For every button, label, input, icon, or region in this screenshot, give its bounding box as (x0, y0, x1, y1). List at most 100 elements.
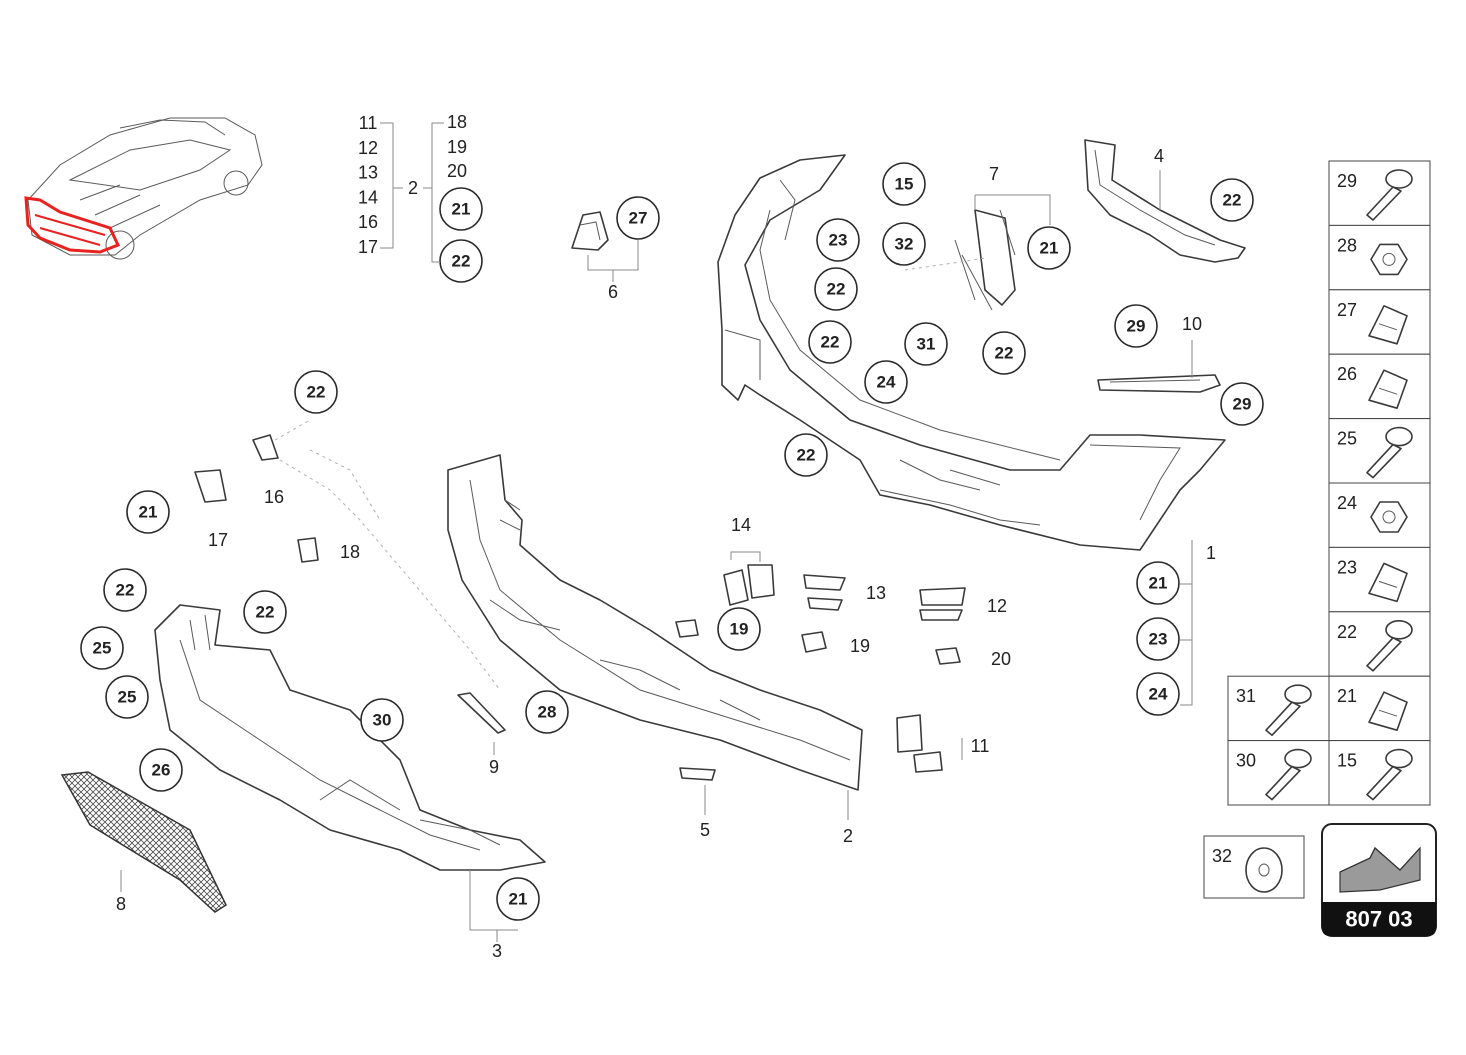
callout-label: 2 (843, 826, 853, 846)
callout-32: 32 (882, 222, 926, 266)
callout-label: 4 (1154, 146, 1164, 166)
part-10-bracket (1097, 340, 1221, 393)
group-item: 20 (447, 161, 467, 181)
callout-circle (808, 320, 852, 364)
callout-11: 11 (971, 736, 990, 756)
callout-label: 6 (608, 282, 618, 302)
callout-label: 26 (152, 761, 171, 780)
callout-circle (814, 267, 858, 311)
callout-label: 22 (116, 581, 135, 600)
fastener-number: 32 (1212, 846, 1232, 866)
fastener-cell-26: 26 (1328, 353, 1431, 420)
clip-icon (1368, 369, 1408, 409)
callout-19: 19 (850, 636, 870, 656)
callout-20: 20 (991, 649, 1011, 669)
group-item: 19 (447, 137, 467, 157)
callout-21: 21 (1136, 561, 1180, 605)
car-thumbnail (24, 117, 263, 260)
callout-16: 16 (264, 487, 284, 507)
fastener-number: 27 (1337, 300, 1357, 320)
callout-22: 22 (982, 331, 1026, 375)
callout-circle (243, 590, 287, 634)
callout-29: 29 (1114, 304, 1158, 348)
nut-icon (1370, 501, 1408, 533)
fastener-cell-27: 27 (1328, 289, 1431, 355)
callout-13: 13 (866, 583, 886, 603)
callout-label: 13 (866, 583, 886, 603)
callout-circle (1136, 617, 1180, 661)
callout-label: 22 (1223, 191, 1242, 210)
callout-9: 9 (489, 757, 499, 777)
callout-circle (904, 322, 948, 366)
fastener-cell-32: 32 (1203, 835, 1305, 899)
callout-label: 15 (895, 175, 914, 194)
callout-label: 25 (93, 639, 112, 658)
callout-label: 21 (1149, 574, 1168, 593)
reference-code: 807 03 (1345, 907, 1412, 932)
small-brackets (457, 551, 966, 815)
group-item: 21 (452, 200, 471, 219)
callout-6: 6 (608, 282, 618, 302)
group-item: 18 (447, 112, 467, 132)
callout-22: 22 (784, 433, 828, 477)
part-3-diffuser (154, 604, 546, 942)
group-item: 12 (358, 138, 378, 158)
part-6-bracket (571, 211, 639, 282)
callout-circle (525, 690, 569, 734)
bolt-icon (1385, 426, 1413, 447)
callout-circle (103, 568, 147, 612)
callout-17: 17 (208, 530, 228, 550)
callout-29: 29 (1220, 382, 1264, 426)
callout-circle (784, 433, 828, 477)
callout-22: 22 (243, 590, 287, 634)
small-clips (194, 419, 501, 691)
callout-label: 20 (991, 649, 1011, 669)
callout-21: 21 (496, 877, 540, 921)
fastener-number: 29 (1337, 171, 1357, 191)
callout-label: 21 (509, 890, 528, 909)
callout-circle (139, 748, 183, 792)
callout-label: 5 (700, 820, 710, 840)
callout-10: 10 (1182, 314, 1202, 334)
callout-22: 22 (808, 320, 852, 364)
callout-27: 27 (616, 196, 660, 240)
callout-3: 3 (492, 941, 502, 961)
callout-circle (1114, 304, 1158, 348)
callout-label: 10 (1182, 314, 1202, 334)
fastener-cell-23: 23 (1328, 546, 1431, 613)
callout-label: 17 (208, 530, 228, 550)
callout-circle (1210, 178, 1254, 222)
callout-label: 23 (1149, 630, 1168, 649)
callout-19: 19 (717, 607, 761, 651)
callout-31: 31 (904, 322, 948, 366)
callout-label: 24 (877, 373, 896, 392)
callout-label: 21 (1040, 239, 1059, 258)
callout-label: 29 (1233, 395, 1252, 414)
reference-box: 807 03 (1321, 823, 1437, 937)
callout-label: 1 (1206, 543, 1216, 563)
part-1-rear-bumper-cover (717, 154, 1226, 551)
group-assembly-number: 2 (408, 178, 418, 198)
group-item: 14 (358, 187, 378, 207)
callout-label: 30 (373, 711, 392, 730)
fastener-number: 28 (1337, 235, 1357, 255)
callout-14: 14 (731, 515, 751, 535)
fastener-cell-25: 25 (1328, 418, 1431, 484)
callout-23: 23 (1136, 617, 1180, 661)
clip-icon (1368, 305, 1408, 345)
group-item: 22 (452, 252, 471, 271)
callout-label: 21 (139, 503, 158, 522)
callout-label: 22 (995, 344, 1014, 363)
callout-21: 21 (1027, 226, 1071, 270)
fastener-number: 23 (1337, 557, 1357, 577)
fastener-number: 31 (1236, 686, 1256, 706)
bolt-icon (1385, 619, 1413, 640)
callout-label: 16 (264, 487, 284, 507)
callout-circle (982, 331, 1026, 375)
fastener-number: 26 (1337, 364, 1357, 384)
bolt-icon (1385, 169, 1413, 189)
callout-21: 21 (126, 490, 170, 534)
group-item: 11 (359, 113, 378, 133)
